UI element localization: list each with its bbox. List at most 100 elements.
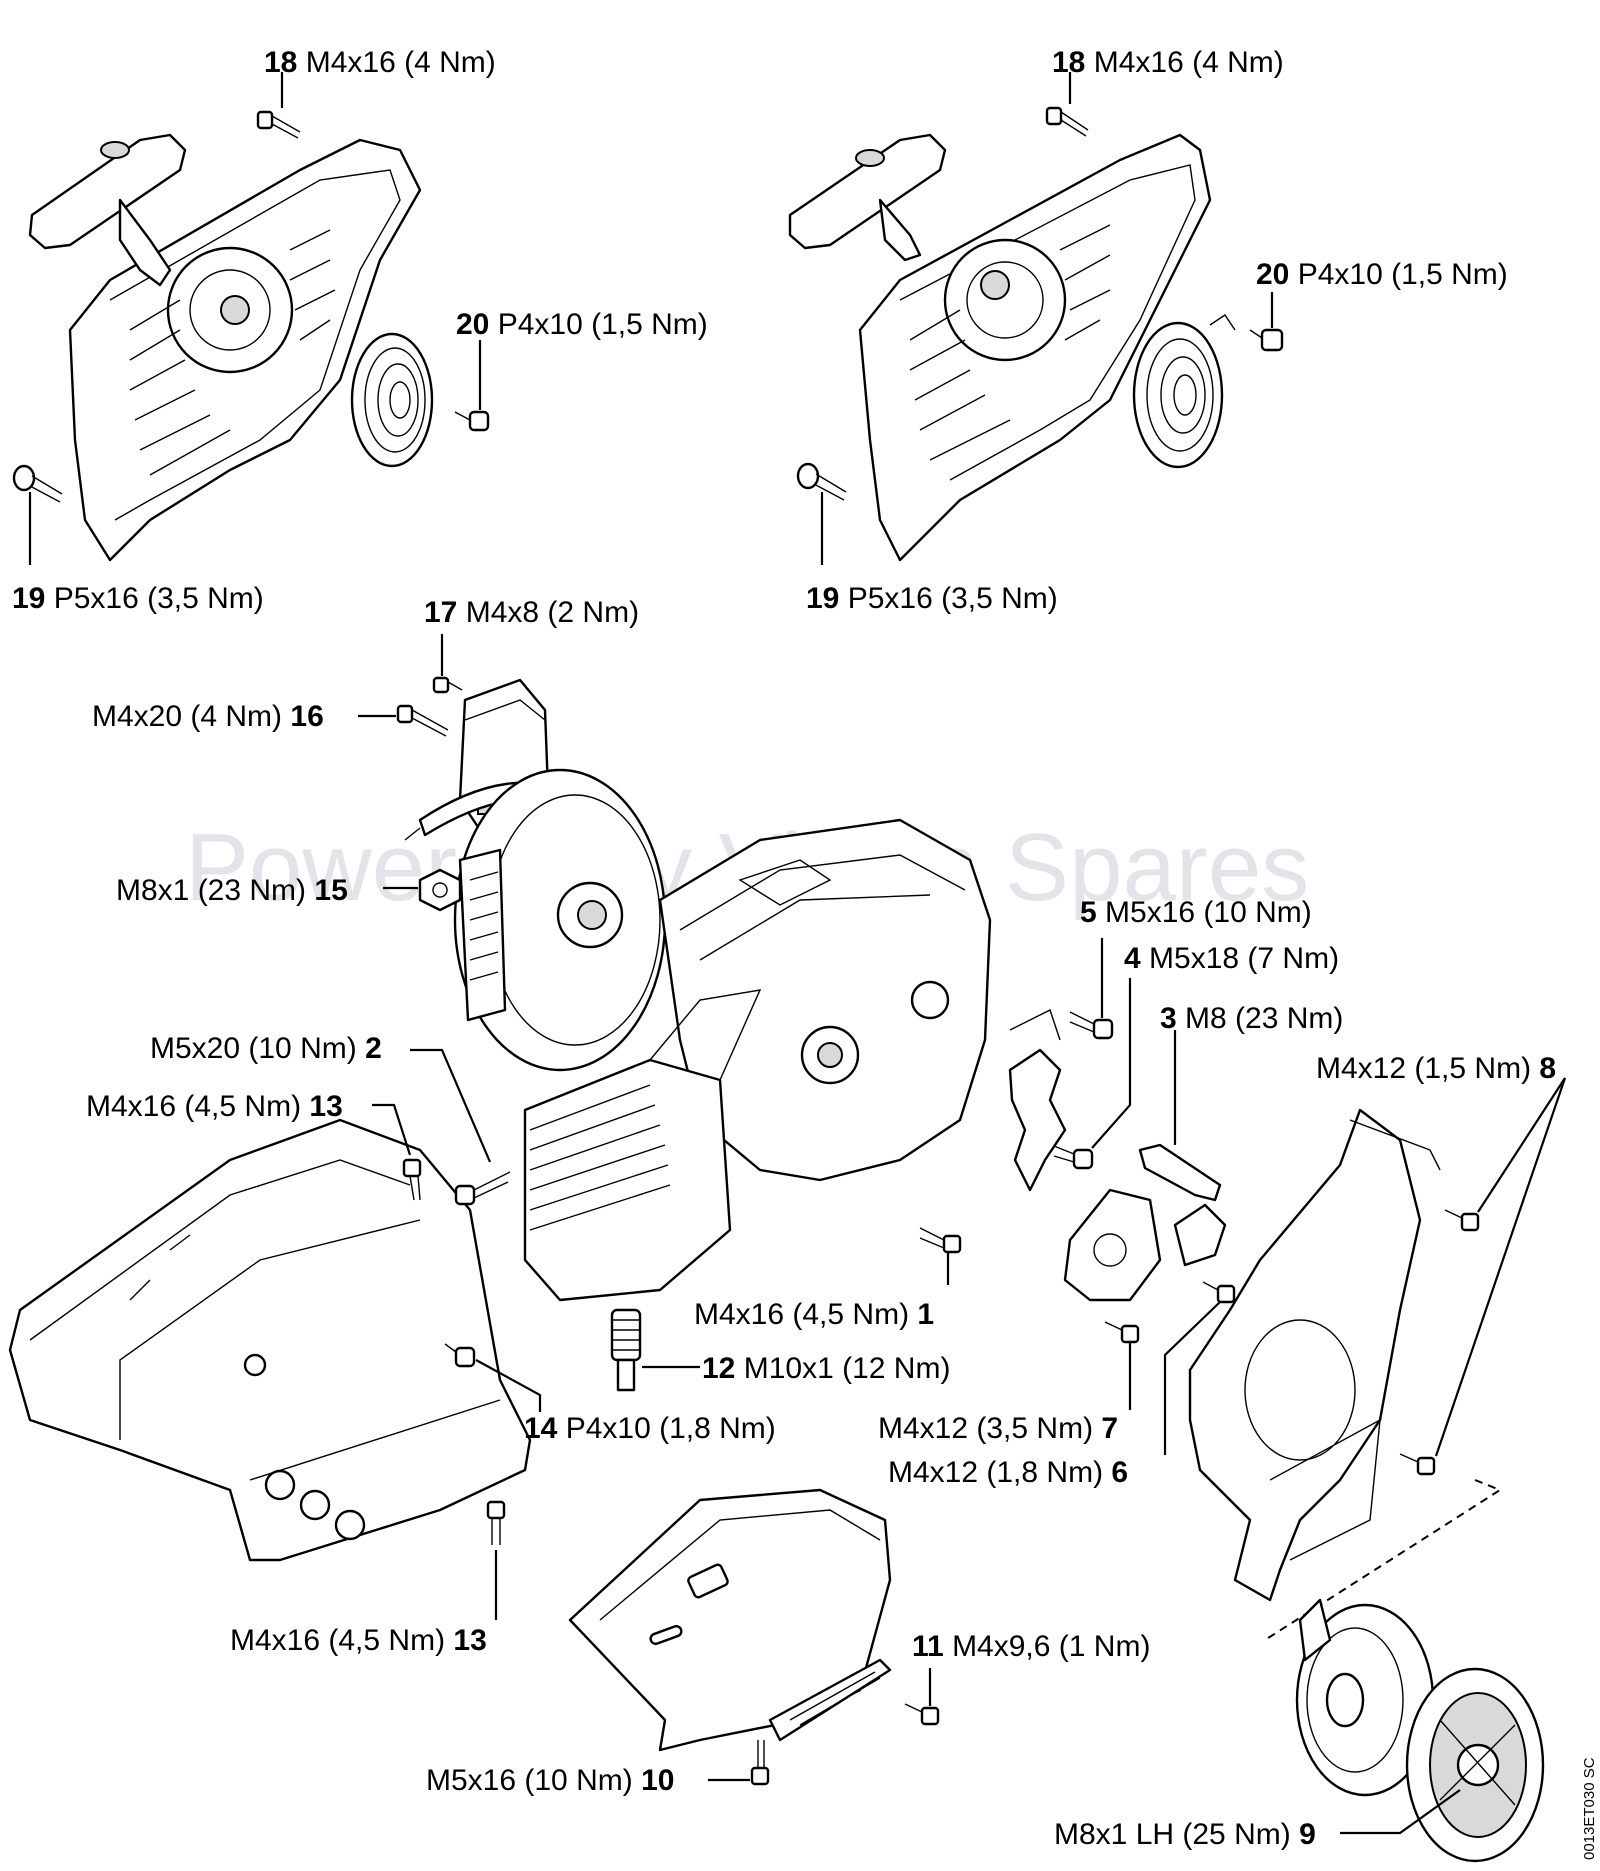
label-spec: M8 (23 Nm) [1185, 1002, 1343, 1035]
label-20-left: 20 P4x10 (1,5 Nm) [456, 308, 708, 341]
label-spec: M4x16 (4 Nm) [1094, 46, 1284, 79]
label-number: 4 [1124, 942, 1141, 975]
label-number: 8 [1539, 1052, 1556, 1085]
label-14: 14 P4x10 (1,8 Nm) [524, 1412, 776, 1445]
label-16: M4x20 (4 Nm) 16 [92, 700, 324, 733]
rewind-spring-left [350, 332, 434, 468]
oil-pump [1063, 1188, 1227, 1302]
screw-14 [444, 1343, 542, 1412]
label-number: 2 [365, 1032, 382, 1065]
label-spec: P4x10 (1,5 Nm) [1298, 258, 1508, 291]
label-spec: M4x12 (3,5 Nm) [878, 1412, 1093, 1445]
label-spec: M8x1 LH (25 Nm) [1054, 1818, 1291, 1851]
screw-2 [410, 1048, 511, 1206]
flywheel [453, 768, 667, 1072]
label-number: 14 [524, 1412, 558, 1445]
label-number: 5 [1080, 896, 1097, 929]
screw-16 [358, 704, 449, 737]
label-spec: M5x18 (7 Nm) [1149, 942, 1339, 975]
engine-crankcase [523, 818, 1067, 1302]
label-number: 6 [1111, 1456, 1128, 1489]
label-9: M8x1 LH (25 Nm) 9 [1054, 1818, 1316, 1851]
screw-10 [708, 1740, 770, 1786]
label-number: 9 [1299, 1818, 1316, 1851]
screw-13-lower [486, 1500, 506, 1620]
label-17: 17 M4x8 (2 Nm) [424, 596, 639, 629]
label-spec: M4x8 (2 Nm) [466, 596, 639, 629]
label-spec: M4x16 (4,5 Nm) [86, 1090, 301, 1123]
label-11: 11 M4x9,6 (1 Nm) [912, 1630, 1150, 1663]
label-2: M5x20 (10 Nm) 2 [150, 1032, 382, 1065]
label-number: 20 [1256, 258, 1289, 291]
screw-13-upper [372, 1103, 422, 1201]
label-spec: P5x16 (3,5 Nm) [848, 582, 1058, 615]
label-18-top-right: 18 M4x16 (4 Nm) [1052, 46, 1284, 79]
label-20-right: 20 P4x10 (1,5 Nm) [1256, 258, 1508, 291]
label-number: 13 [309, 1090, 342, 1123]
label-number: 7 [1101, 1412, 1118, 1445]
starter-cover-left [28, 133, 422, 562]
label-number: 10 [641, 1764, 674, 1797]
drawing-code: 0013ET030 SC [1581, 1757, 1598, 1860]
rewind-spring-right [1132, 314, 1236, 469]
label-number: 17 [424, 596, 457, 629]
label-spec: M5x16 (10 Nm) [426, 1764, 633, 1797]
label-spec: P4x10 (1,5 Nm) [498, 308, 708, 341]
label-spec: M4x9,6 (1 Nm) [952, 1630, 1150, 1663]
label-spec: M5x20 (10 Nm) [150, 1032, 357, 1065]
sprocket-cover [1188, 1108, 1441, 1602]
label-number: 16 [290, 700, 323, 733]
tank-housing [8, 1118, 532, 1562]
label-number: 1 [917, 1298, 934, 1331]
label-18-top-left: 18 M4x16 (4 Nm) [264, 46, 496, 79]
label-3: 3 M8 (23 Nm) [1160, 1002, 1343, 1035]
label-number: 15 [314, 874, 347, 907]
screw-20-right [1249, 292, 1284, 352]
label-19-left: 19 P5x16 (3,5 Nm) [12, 582, 264, 615]
screw-4 [1053, 978, 1132, 1170]
label-spec: M8x1 (23 Nm) [116, 874, 306, 907]
label-4: 4 M5x18 (7 Nm) [1124, 942, 1339, 975]
label-12: 12 M10x1 (12 Nm) [702, 1352, 950, 1385]
label-spec: M4x12 (1,5 Nm) [1316, 1052, 1531, 1085]
label-5: 5 M5x16 (10 Nm) [1080, 896, 1312, 929]
label-1: M4x16 (4,5 Nm) 1 [694, 1298, 934, 1331]
label-spec: M5x16 (10 Nm) [1105, 896, 1312, 929]
stud-3 [1138, 1030, 1222, 1202]
nut-15 [383, 868, 462, 912]
label-spec: M4x16 (4 Nm) [306, 46, 496, 79]
label-number: 18 [264, 46, 297, 79]
screw-1 [919, 1227, 962, 1285]
screw-18-left [256, 72, 301, 139]
label-spec: M4x16 (4,5 Nm) [230, 1624, 445, 1657]
screw-17 [432, 634, 463, 694]
label-spec: P5x16 (3,5 Nm) [54, 582, 264, 615]
muffler [568, 1488, 892, 1752]
label-spec: M4x12 (1,8 Nm) [888, 1456, 1103, 1489]
screw-20-left [454, 340, 490, 432]
screw-18-right [1045, 72, 1089, 137]
screw-6 [1163, 1281, 1236, 1455]
label-spec: P4x10 (1,8 Nm) [566, 1412, 776, 1445]
screw-7 [1104, 1321, 1140, 1410]
label-number: 3 [1160, 1002, 1177, 1035]
label-6: M4x12 (1,8 Nm) 6 [888, 1456, 1128, 1489]
screw-11 [904, 1668, 940, 1726]
screw-19-left [12, 464, 63, 565]
screw-5 [1069, 938, 1114, 1040]
label-spec: M10x1 (12 Nm) [744, 1352, 951, 1385]
label-number: 19 [12, 582, 45, 615]
label-number: 20 [456, 308, 489, 341]
label-15: M8x1 (23 Nm) 15 [116, 874, 348, 907]
label-number: 19 [806, 582, 839, 615]
screw-8-upper [1444, 1077, 1566, 1232]
label-number: 18 [1052, 46, 1085, 79]
label-7: M4x12 (3,5 Nm) 7 [878, 1412, 1118, 1445]
label-10: M5x16 (10 Nm) 10 [426, 1764, 674, 1797]
screw-19-right [796, 462, 847, 565]
starter-cover-right [788, 133, 1212, 562]
label-spec: M4x16 (4,5 Nm) [694, 1298, 909, 1331]
label-number: 11 [912, 1630, 944, 1663]
label-13-lower: M4x16 (4,5 Nm) 13 [230, 1624, 487, 1657]
